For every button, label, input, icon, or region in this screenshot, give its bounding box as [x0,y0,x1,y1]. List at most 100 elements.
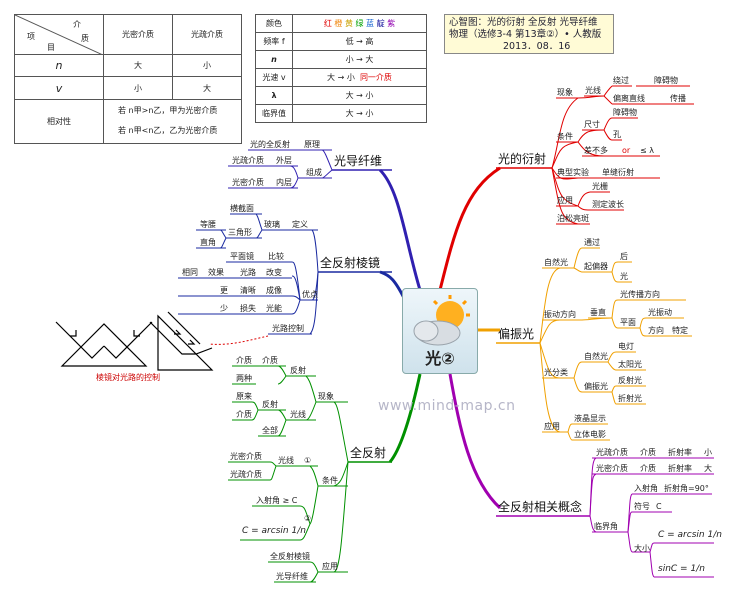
tr-medium-a[interactable]: 介质 [236,356,252,365]
diff-poisson[interactable]: 泊松亮斑 [557,214,589,223]
diff-bypass[interactable]: 绕过 [613,76,629,85]
tr-two-kinds[interactable]: 两种 [236,374,252,383]
pol-lamp[interactable]: 电灯 [618,342,634,351]
tr-angle[interactable]: 入射角 ≥ C [256,496,298,505]
prism-advantage[interactable]: 优点 [302,290,318,299]
fiber-inner-med[interactable]: 光密介质 [232,178,264,187]
pol-polarizer[interactable]: 起偏器 [584,262,608,271]
tr-reflection[interactable]: 反射 [290,366,306,375]
pol-propagation[interactable]: 光传播方向 [620,290,660,299]
crit-dense[interactable]: 光密介质 [596,464,628,473]
prism-flat-mirror[interactable]: 平面镜 [230,252,254,261]
prism-image[interactable]: 成像 [266,286,282,295]
prism-same[interactable]: 相同 [182,268,198,277]
node-prism[interactable]: 全反射棱镜 [320,256,381,270]
pol-after[interactable]: 后 [620,252,628,261]
crit-big[interactable]: 大 [704,464,712,473]
node-fiber[interactable]: 光导纤维 [334,154,383,168]
tr-medium-b[interactable]: 介质 [236,410,252,419]
prism-change[interactable]: 改变 [266,268,282,277]
pol-refracted[interactable]: 折射光 [618,394,642,403]
pol-sun[interactable]: 太阳光 [618,360,642,369]
diff-condition[interactable]: 条件 [557,132,573,141]
prism-effect[interactable]: 效果 [208,268,224,277]
crit-medium1[interactable]: 介质 [640,448,656,457]
diff-single-slit[interactable]: 单缝衍射 [602,168,634,177]
diff-application[interactable]: 应用 [557,196,573,205]
tr-ray[interactable]: 光线 [290,410,306,419]
crit-sparse[interactable]: 光疏介质 [596,448,628,457]
tr-app-prism[interactable]: 全反射棱镜 [270,552,310,561]
pol-classification[interactable]: 光分类 [544,368,568,377]
tr-dense[interactable]: 光密介质 [230,452,262,461]
pol-reflected[interactable]: 反射光 [618,376,642,385]
crit-medium2[interactable]: 介质 [640,464,656,473]
pol-film[interactable]: 立体电影 [574,430,606,439]
diff-off-straight[interactable]: 偏离直线 [613,94,645,103]
prism-isosceles[interactable]: 等腰 [200,220,216,229]
fiber-principle[interactable]: 原理 [304,140,320,149]
node-diffraction[interactable]: 光的衍射 [498,152,547,166]
prism-less[interactable]: 少 [220,304,228,313]
prism-loss[interactable]: 损失 [240,304,256,313]
pol-lcd[interactable]: 液晶显示 [574,414,606,423]
pol-plane[interactable]: 平面 [620,318,636,327]
prism-light-path[interactable]: 光路 [240,268,256,277]
pol-passes[interactable]: 通过 [584,238,600,247]
tr-refl2[interactable]: 反射 [262,400,278,409]
tr-c2[interactable]: ② [304,514,312,523]
tr-c1-ray[interactable]: 光线 [278,456,294,465]
crit-symbol-c[interactable]: C [656,502,662,511]
diff-size[interactable]: 尺寸 [584,120,600,129]
crit-formula1[interactable]: C = arcsin 1/n [658,530,722,540]
prism-triangle[interactable]: 三角形 [228,228,252,237]
node-critical[interactable]: 全反射相关概念 [498,500,583,514]
diff-not-much[interactable]: 差不多 [584,146,608,155]
fiber-outer-med[interactable]: 光疏介质 [232,156,264,165]
diff-le-lambda[interactable]: ≤ λ [640,146,654,155]
crit-refr-angle[interactable]: 折射角=90° [664,484,709,493]
prism-cross[interactable]: 横截面 [230,204,254,213]
pol-polarized[interactable]: 偏振光 [584,382,608,391]
prism-right-angle[interactable]: 直角 [200,238,216,247]
tr-all[interactable]: 全部 [262,426,278,435]
tr-original[interactable]: 原来 [236,392,252,401]
crit-refr-index1[interactable]: 折射率 [668,448,692,457]
fiber-outer[interactable]: 外层 [276,156,292,165]
crit-symbol[interactable]: 符号 [634,502,650,511]
diff-obstacle[interactable]: 障碍物 [654,76,678,85]
node-total-reflection[interactable]: 全反射 [350,446,387,460]
prism-glass[interactable]: 玻璃 [264,220,280,229]
pol-natural[interactable]: 自然光 [544,258,568,267]
pol-light-vib[interactable]: 光振动 [648,308,672,317]
crit-size[interactable]: 大小 [634,544,650,553]
fiber-composition[interactable]: 组成 [306,168,322,177]
node-polarization[interactable]: 偏振光 [498,327,535,341]
prism-compare[interactable]: 比较 [268,252,284,261]
prism-definition[interactable]: 定义 [292,220,308,229]
tr-formula[interactable]: C = arcsin 1/n [242,526,306,536]
prism-clear[interactable]: 清晰 [240,286,256,295]
crit-incidence[interactable]: 入射角 [634,484,658,493]
diff-phenomenon[interactable]: 现象 [557,88,573,97]
crit-angle[interactable]: 临界角 [594,522,618,531]
prism-energy[interactable]: 光能 [266,304,282,313]
crit-small[interactable]: 小 [704,448,712,457]
diff-light[interactable]: 光线 [585,86,601,95]
diff-propagate[interactable]: 传播 [670,94,686,103]
tr-phenomenon[interactable]: 现象 [318,392,334,401]
crit-refr-index2[interactable]: 折射率 [668,464,692,473]
diff-grating[interactable]: 光栅 [592,182,608,191]
tr-c1[interactable]: ① [304,456,312,465]
tr-condition[interactable]: 条件 [322,476,338,485]
tr-application[interactable]: 应用 [322,562,338,571]
diff-typical[interactable]: 典型实验 [557,168,589,177]
pol-vibration[interactable]: 振动方向 [544,310,576,319]
tr-sparse[interactable]: 光疏介质 [230,470,262,479]
crit-formula2[interactable]: sinC = 1/n [658,564,705,574]
diff-hole[interactable]: 孔 [613,130,621,139]
prism-clearer[interactable]: 更 [220,286,228,295]
prism-control[interactable]: 光路控制 [272,324,304,333]
pol-light[interactable]: 光 [620,272,628,281]
fiber-total-ref[interactable]: 光的全反射 [250,140,290,149]
